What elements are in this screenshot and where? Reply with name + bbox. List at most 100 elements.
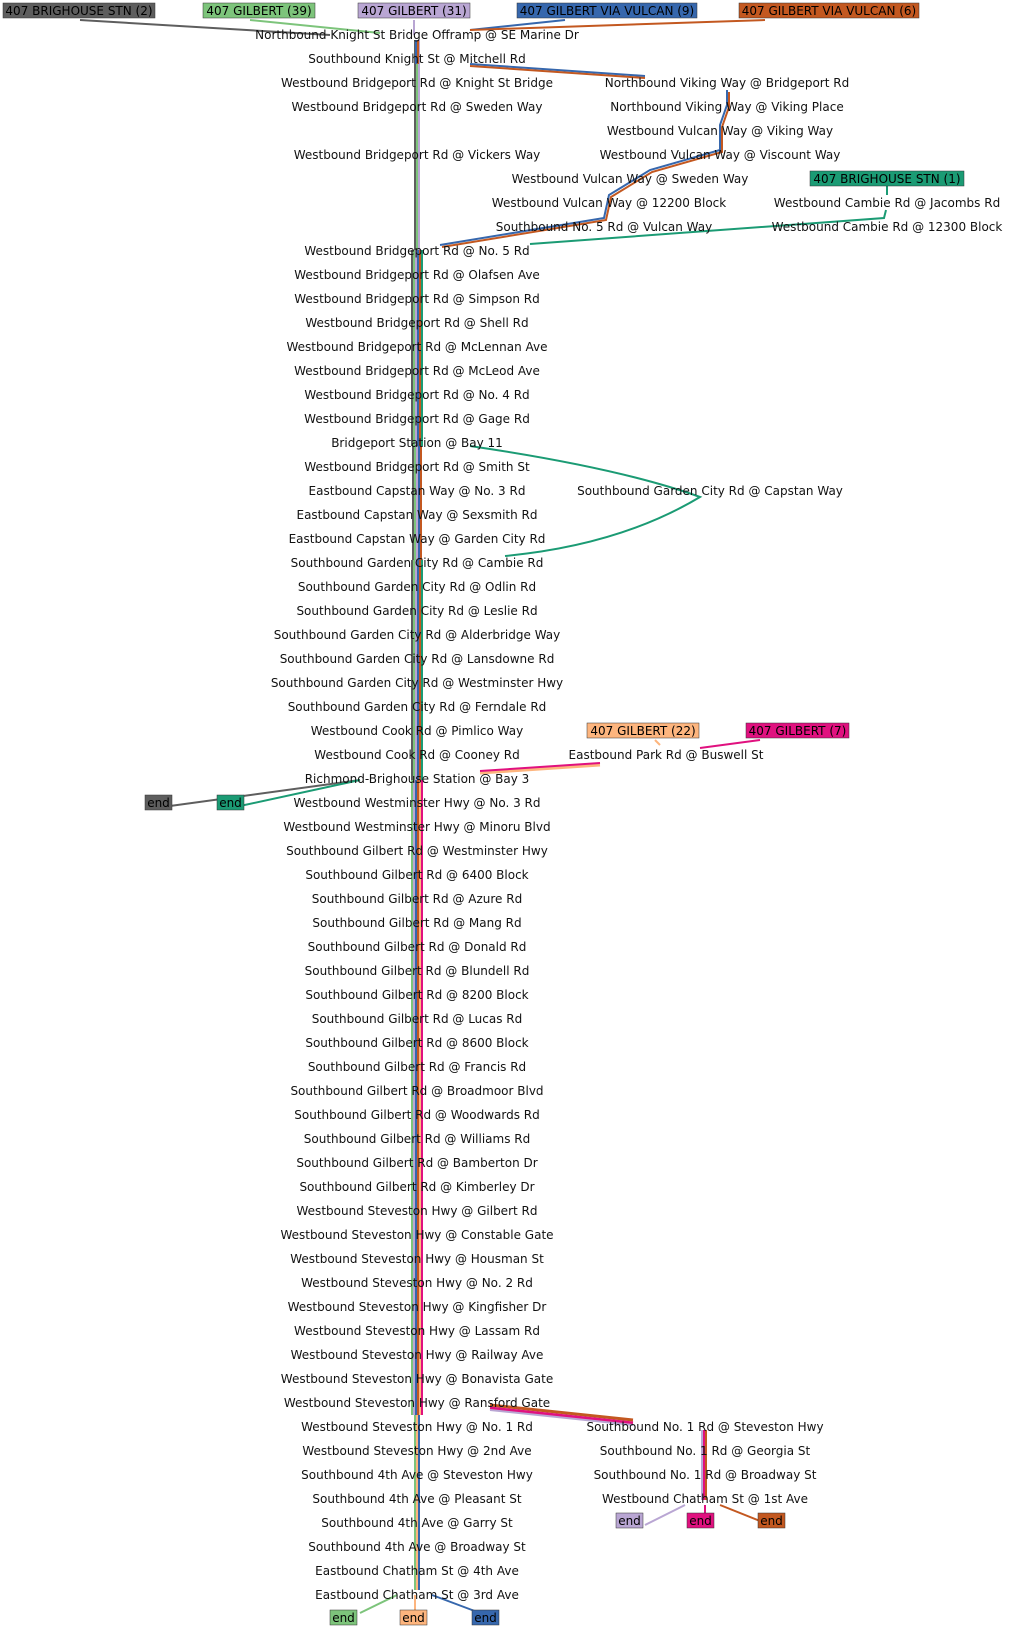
end-badge-gil22: end bbox=[399, 1609, 428, 1626]
stop-label-m17: Southbound Garden City Rd @ Lansdowne Rd bbox=[280, 652, 555, 666]
stop-label-v3: Westbound Vulcan Way @ Viscount Way bbox=[600, 148, 841, 162]
route-badge-vv9-bg bbox=[516, 2, 698, 19]
end-badge-brig1-bg bbox=[216, 794, 245, 811]
stop-label-m7: Westbound Bridgeport Rd @ Gage Rd bbox=[304, 412, 530, 426]
route-badge-brig2-text: 407 BRIGHOUSE STN (2) bbox=[5, 4, 152, 18]
stop-label-m39: Southbound Gilbert Rd @ Kimberley Dr bbox=[299, 1180, 534, 1194]
end-badge-vv6: end bbox=[757, 1512, 786, 1529]
stop-label-m32: Southbound Gilbert Rd @ Lucas Rd bbox=[312, 1012, 523, 1026]
end-badge-gil31: end bbox=[615, 1512, 644, 1529]
route-badge-gil22: 407 GILBERT (22) bbox=[586, 722, 700, 739]
stop-label-m30: Southbound Gilbert Rd @ Blundell Rd bbox=[305, 964, 530, 978]
stop-label-m23: Westbound Westminster Hwy @ No. 3 Rd bbox=[293, 796, 540, 810]
route-badge-gil39: 407 GILBERT (39) bbox=[202, 2, 316, 19]
stop-label-m54: Southbound 4th Ave @ Broadway St bbox=[308, 1540, 526, 1554]
stop-label-m31: Southbound Gilbert Rd @ 8200 Block bbox=[305, 988, 528, 1002]
stop-label-m53: Southbound 4th Ave @ Garry St bbox=[321, 1516, 513, 1530]
route-badge-brig1-text: 407 BRIGHOUSE STN (1) bbox=[813, 172, 960, 186]
stop-label-m11: Eastbound Capstan Way @ Sexsmith Rd bbox=[296, 508, 537, 522]
stop-label-m48: Westbound Steveston Hwy @ Ransford Gate bbox=[284, 1396, 550, 1410]
stop-label-m12: Eastbound Capstan Way @ Garden City Rd bbox=[289, 532, 546, 546]
route-badge-gil39-bg bbox=[202, 2, 316, 19]
stop-label-m6: Westbound Bridgeport Rd @ No. 4 Rd bbox=[304, 388, 529, 402]
end-badge-vv6-bg bbox=[757, 1512, 786, 1529]
stop-label-m45: Westbound Steveston Hwy @ Lassam Rd bbox=[294, 1324, 540, 1338]
park-line-gil7 bbox=[479, 762, 601, 772]
stop-label-m3: Westbound Bridgeport Rd @ Shell Rd bbox=[305, 316, 528, 330]
end-badge-gil31-text: end bbox=[618, 1514, 641, 1528]
stop-label-m20: Westbound Cook Rd @ Pimlico Way bbox=[311, 724, 523, 738]
stop-label-m2: Westbound Bridgeport Rd @ Simpson Rd bbox=[294, 292, 539, 306]
vulcan-line-vv9 bbox=[439, 90, 728, 246]
stop-label-m19: Southbound Garden City Rd @ Ferndale Rd bbox=[288, 700, 547, 714]
stop-label-s2: Westbound Bridgeport Rd @ Knight St Brid… bbox=[281, 76, 553, 90]
stop-label-m52: Southbound 4th Ave @ Pleasant St bbox=[312, 1492, 522, 1506]
stop-label-v1: Northbound Viking Way @ Viking Place bbox=[610, 100, 843, 114]
stop-label-m43: Westbound Steveston Hwy @ No. 2 Rd bbox=[301, 1276, 533, 1290]
end-badge-gil22-text: end bbox=[402, 1611, 425, 1625]
end-badge-brig2-text: end bbox=[147, 796, 170, 810]
stop-label-m13: Southbound Garden City Rd @ Cambie Rd bbox=[291, 556, 544, 570]
stop-label-m33: Southbound Gilbert Rd @ 8600 Block bbox=[305, 1036, 528, 1050]
stop-label-m41: Westbound Steveston Hwy @ Constable Gate bbox=[280, 1228, 553, 1242]
route-lines-layer bbox=[79, 19, 888, 1614]
route-badge-gil7: 407 GILBERT (7) bbox=[745, 722, 850, 739]
stop-labels-layer: Northbound Knight St Bridge Offramp @ SE… bbox=[255, 28, 1002, 1602]
stop-label-m22: Richmond-Brighouse Station @ Bay 3 bbox=[305, 772, 530, 786]
stop-label-m49: Westbound Steveston Hwy @ No. 1 Rd bbox=[301, 1420, 533, 1434]
stop-label-n3: Westbound Chatham St @ 1st Ave bbox=[602, 1492, 808, 1506]
stop-label-g0: Southbound Garden City Rd @ Capstan Way bbox=[577, 484, 843, 498]
end-badge-vv6-text: end bbox=[760, 1514, 783, 1528]
end-badge-gil39-text: end bbox=[332, 1611, 355, 1625]
end-badge-brig2: end bbox=[144, 794, 173, 811]
route-badge-gil22-bg bbox=[586, 722, 700, 739]
end-badge-gil39-bg bbox=[329, 1609, 358, 1626]
route-badge-vv9-text: 407 GILBERT VIA VULCAN (9) bbox=[520, 4, 695, 18]
end-badge-brig1: end bbox=[216, 794, 245, 811]
connector-brig2-start bbox=[79, 19, 331, 36]
stop-label-m47: Westbound Steveston Hwy @ Bonavista Gate bbox=[281, 1372, 553, 1386]
route-badge-vv6-text: 407 GILBERT VIA VULCAN (6) bbox=[742, 4, 917, 18]
stop-label-m35: Southbound Gilbert Rd @ Broadmoor Blvd bbox=[290, 1084, 543, 1098]
route-badge-gil31-bg bbox=[357, 2, 471, 19]
stop-label-n2: Southbound No. 1 Rd @ Broadway St bbox=[594, 1468, 817, 1482]
stop-label-m14: Southbound Garden City Rd @ Odlin Rd bbox=[298, 580, 536, 594]
stop-label-m16: Southbound Garden City Rd @ Alderbridge … bbox=[274, 628, 561, 642]
end-badge-gil22-bg bbox=[399, 1609, 428, 1626]
end-badge-gil7-bg bbox=[686, 1512, 715, 1529]
stop-label-m29: Southbound Gilbert Rd @ Donald Rd bbox=[308, 940, 527, 954]
end-badge-gil31-bg bbox=[615, 1512, 644, 1529]
route-badge-vv6-bg bbox=[738, 2, 920, 19]
end-badge-brig2-bg bbox=[144, 794, 173, 811]
cambie-line-brig1 bbox=[529, 185, 888, 245]
route-badge-vv9: 407 GILBERT VIA VULCAN (9) bbox=[516, 2, 698, 19]
no1-line-vv6 bbox=[489, 1403, 634, 1422]
stop-label-v4: Westbound Vulcan Way @ Sweden Way bbox=[512, 172, 749, 186]
stop-label-m8: Bridgeport Station @ Bay 11 bbox=[331, 436, 503, 450]
end-badge-gil7: end bbox=[686, 1512, 715, 1529]
stop-label-m5: Westbound Bridgeport Rd @ McLeod Ave bbox=[294, 364, 540, 378]
stop-label-m56: Eastbound Chatham St @ 3rd Ave bbox=[315, 1588, 519, 1602]
stop-label-s1: Southbound Knight St @ Mitchell Rd bbox=[308, 52, 525, 66]
no1-line-gil31 bbox=[489, 1409, 634, 1426]
stop-label-m51: Southbound 4th Ave @ Steveston Hwy bbox=[301, 1468, 533, 1482]
stop-label-m50: Westbound Steveston Hwy @ 2nd Ave bbox=[302, 1444, 531, 1458]
end-badge-vv9-text: end bbox=[474, 1611, 497, 1625]
stop-label-m46: Westbound Steveston Hwy @ Railway Ave bbox=[291, 1348, 544, 1362]
connector-vv9-start bbox=[469, 19, 566, 31]
end-badge-vv9-bg bbox=[471, 1609, 500, 1626]
route-badge-gil31-text: 407 GILBERT (31) bbox=[361, 4, 466, 18]
stop-label-m24: Westbound Westminster Hwy @ Minoru Blvd bbox=[283, 820, 550, 834]
no1-line-gil7 bbox=[489, 1406, 634, 1425]
route-badge-gil7-text: 407 GILBERT (7) bbox=[749, 724, 847, 738]
stop-label-m40: Westbound Steveston Hwy @ Gilbert Rd bbox=[297, 1204, 538, 1218]
park-line-gil22 bbox=[479, 763, 601, 775]
connector-gil39-end bbox=[359, 1594, 398, 1614]
stop-label-m44: Westbound Steveston Hwy @ Kingfisher Dr bbox=[288, 1300, 547, 1314]
route-badge-brig1-bg bbox=[809, 170, 965, 187]
stop-label-m1: Westbound Bridgeport Rd @ Olafsen Ave bbox=[294, 268, 540, 282]
stop-label-n1: Southbound No. 1 Rd @ Georgia St bbox=[600, 1444, 811, 1458]
connector-gil7-start bbox=[699, 739, 761, 749]
connector-vv9-vulcan bbox=[469, 63, 646, 77]
